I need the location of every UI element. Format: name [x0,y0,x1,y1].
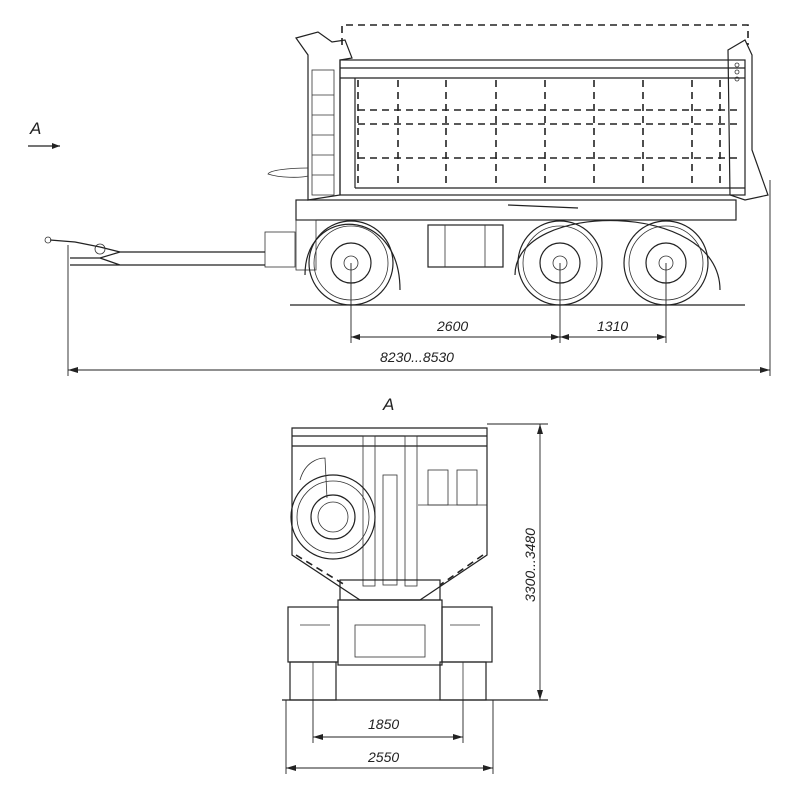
fender-rear [514,220,721,291]
front-view-title: A [382,395,394,414]
headboard-ladder [267,31,353,201]
front-dimension-lines [285,423,548,774]
dim-height: 3300...3480 [522,528,538,602]
dump-body [339,39,769,201]
dim-2550: 2550 [367,749,399,765]
front-body [291,427,488,601]
fender-front [304,223,401,291]
front-chassis [287,579,493,666]
view-arrow [28,143,60,149]
dim-1310: 1310 [597,318,628,334]
dim-1850: 1850 [368,716,399,732]
raised-body-outline [341,24,749,45]
view-arrow-label: A [29,119,41,138]
dim-overall-length: 8230...8530 [380,349,454,365]
front-view: A [282,395,548,774]
dim-2600: 2600 [436,318,468,334]
chassis-frame [264,199,737,271]
dimension-lines [67,180,771,376]
side-view: A [28,24,771,376]
drawbar [44,236,265,266]
spare-wheel [290,457,376,560]
